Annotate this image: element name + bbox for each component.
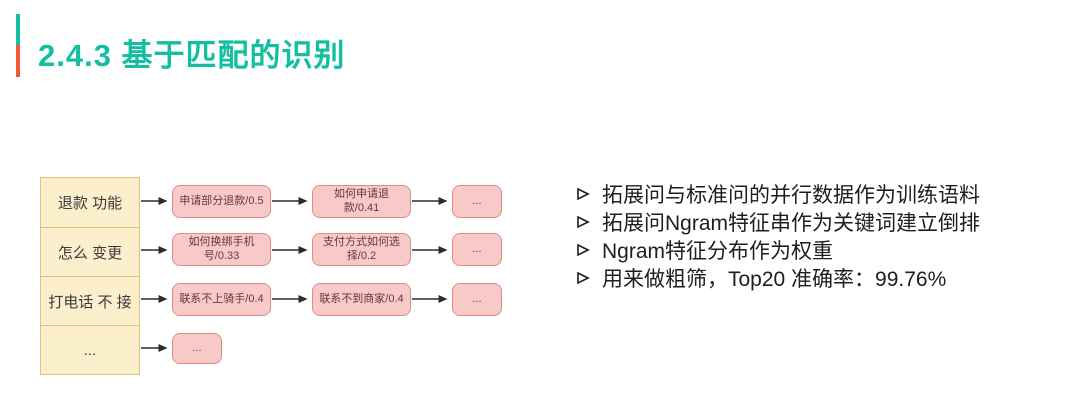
- bullet-text: 拓展问与标准问的并行数据作为训练语料: [602, 184, 980, 207]
- match-node: 联系不上骑手/0.4: [172, 283, 271, 316]
- match-node: 申请部分退款/0.5: [172, 185, 271, 218]
- accent-bar-orange: [16, 45, 20, 77]
- arrow-bullet-icon: [576, 243, 590, 257]
- intent-cell-refund: 退款 功能: [57, 195, 123, 212]
- arrow-bullet-icon: [576, 187, 590, 201]
- intent-cell-call: 打电话 不 接: [41, 276, 139, 325]
- title-accent-bar: [16, 14, 20, 77]
- match-node: 如何换绑手机号/0.33: [172, 233, 271, 266]
- bullet-text: Ngram特征分布作为权重: [602, 240, 834, 263]
- match-node: 如何申请退款/0.41: [312, 185, 411, 218]
- page-title: 2.4.3 基于匹配的识别: [38, 38, 346, 73]
- bullet-text: 用来做粗筛，Top20 准确率：99.76%: [602, 268, 947, 291]
- match-node-more: ...: [452, 185, 502, 218]
- match-node: 支付方式如何选择/0.2: [312, 233, 411, 266]
- bullet-list: 拓展问与标准问的并行数据作为训练语料 拓展问Ngram特征串作为关键词建立倒排 …: [576, 180, 980, 292]
- intent-cell-more: ...: [41, 325, 139, 374]
- bullet-item: Ngram特征分布作为权重: [576, 236, 980, 264]
- bullet-item: 拓展问与标准问的并行数据作为训练语料: [576, 180, 980, 208]
- arrow-bullet-icon: [576, 271, 590, 285]
- match-node-more: ...: [172, 333, 222, 364]
- intent-cell-change: 怎么 变更: [41, 227, 139, 276]
- bullet-item: 拓展问Ngram特征串作为关键词建立倒排: [576, 208, 980, 236]
- bullet-item: 用来做粗筛，Top20 准确率：99.76%: [576, 264, 980, 292]
- accent-bar-teal: [16, 14, 20, 45]
- intent-column: 退款 功能 怎么 变更 打电话 不 接 ...: [40, 177, 140, 375]
- bullet-text: 拓展问Ngram特征串作为关键词建立倒排: [602, 212, 981, 235]
- match-node: 联系不到商家/0.4: [312, 283, 411, 316]
- arrow-bullet-icon: [576, 215, 590, 229]
- match-node-more: ...: [452, 283, 502, 316]
- match-node-more: ...: [452, 233, 502, 266]
